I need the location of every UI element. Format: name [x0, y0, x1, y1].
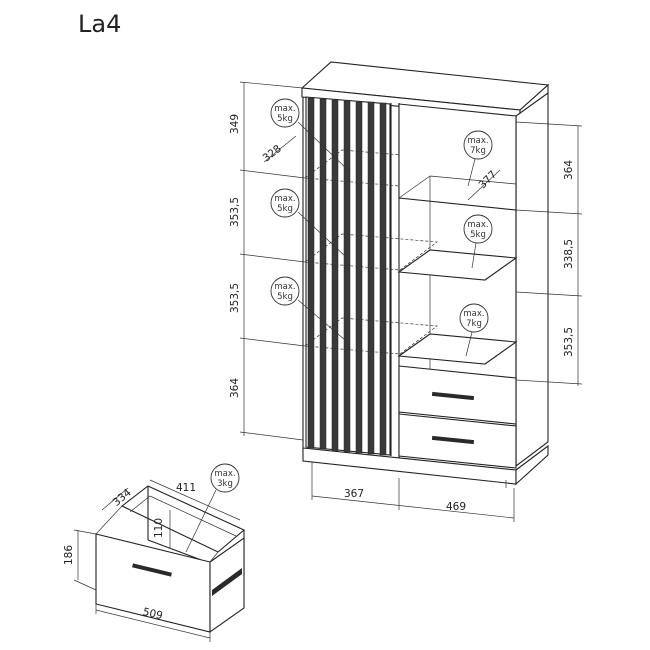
load-badge: max. 7kg — [459, 303, 489, 357]
svg-text:max.: max. — [467, 220, 488, 230]
svg-text:5kg: 5kg — [277, 292, 293, 302]
slatted-door — [305, 96, 391, 456]
svg-text:7kg: 7kg — [466, 319, 482, 329]
dim-drawer-inner-width: 411 — [176, 482, 196, 494]
svg-text:max.: max. — [274, 104, 295, 114]
load-badge: max. 5kg — [463, 214, 493, 269]
svg-text:7kg: 7kg — [470, 146, 486, 156]
svg-text:max.: max. — [214, 469, 235, 479]
dim-left-mid: 353,5 — [229, 197, 241, 227]
dim-drawer-width: 509 — [142, 606, 164, 622]
drawer-handle-top — [431, 391, 475, 401]
dim-left-width: 367 — [344, 488, 364, 500]
dim-right-mid: 338,5 — [563, 239, 575, 269]
svg-text:5kg: 5kg — [470, 230, 486, 240]
svg-text:5kg: 5kg — [277, 204, 293, 214]
svg-text:max.: max. — [274, 282, 295, 292]
cabinet — [300, 61, 550, 488]
load-badge: max. 3kg — [185, 463, 240, 553]
dim-left-top: 349 — [229, 114, 241, 134]
dim-left-lower: 353,5 — [229, 283, 241, 313]
model-title: La4 — [78, 10, 121, 38]
load-badge: max. 5kg — [270, 98, 351, 173]
dim-right-width: 469 — [446, 501, 466, 513]
left-dimension-chain: 349 353,5 353,5 364 328 — [229, 81, 306, 441]
load-badge: max. 5kg — [270, 188, 346, 257]
dim-right-top: 364 — [563, 160, 575, 180]
right-upper-door — [398, 103, 517, 211]
dim-drawer-height: 186 — [63, 545, 75, 565]
svg-text:max.: max. — [274, 194, 295, 204]
cabinet-base-side — [515, 444, 549, 486]
svg-text:max.: max. — [467, 136, 488, 146]
right-shelf-2 — [397, 333, 518, 365]
svg-text:3kg: 3kg — [217, 479, 233, 489]
svg-text:max.: max. — [463, 309, 484, 319]
bottom-dimension-chain: 367 469 — [311, 470, 515, 522]
right-shelf-1 — [397, 249, 518, 281]
dim-right-lower: 353,5 — [563, 327, 575, 357]
cabinet-right-side — [515, 91, 549, 468]
drawer-handle-bottom — [431, 435, 475, 445]
load-badge: max. 7kg — [463, 130, 493, 187]
svg-text:5kg: 5kg — [277, 114, 293, 124]
drawer-detail: 334 411 110 186 509 — [63, 479, 246, 642]
dim-left-bottom: 364 — [229, 378, 241, 398]
dim-drawer-inner-height: 110 — [153, 518, 165, 538]
load-badge: max. 5kg — [270, 276, 346, 341]
dim-shelf-depth: 328 — [261, 143, 284, 165]
drawer-detail-handle — [132, 563, 172, 577]
